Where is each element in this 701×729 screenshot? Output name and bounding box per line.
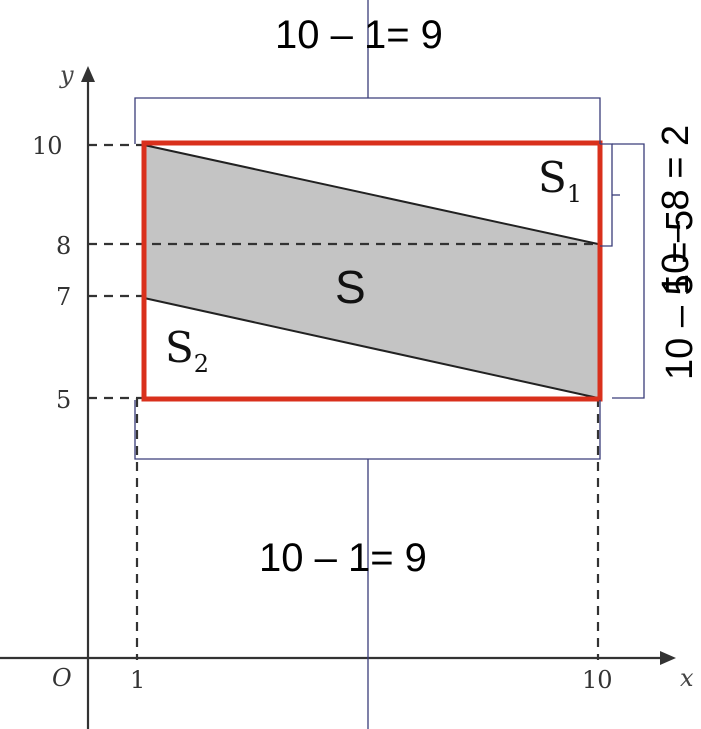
- region-s2-subscript: 2: [194, 350, 209, 378]
- brackets: [134, 0, 645, 729]
- bottom-bracket: [134, 400, 601, 460]
- lower-line: [143, 297, 599, 399]
- shaded-region-s: [144, 145, 598, 398]
- y-tick-label-10: 10: [32, 132, 63, 160]
- y-tick-label-7: 7: [56, 283, 71, 311]
- origin-label: O: [52, 664, 72, 692]
- dashed-guides: [88, 143, 600, 660]
- region-s1-letter: S: [538, 153, 567, 202]
- region-s2-letter: S: [165, 323, 194, 372]
- region-s1-subscript: 1: [567, 180, 582, 208]
- x-axis-label: x: [680, 664, 694, 692]
- right-full-bracket: [612, 143, 645, 399]
- upper-line: [143, 144, 599, 245]
- right-height-full-annotation: 10 – 5 = 5: [659, 210, 701, 380]
- right-height-small-annotation: 10 – 8 = 2: [655, 125, 697, 295]
- y-axis-arrow: [81, 66, 95, 82]
- top-width-annotation: 10 – 1= 9: [275, 13, 443, 57]
- y-tick-label-5: 5: [56, 386, 71, 414]
- bottom-width-annotation: 10 – 1= 9: [259, 536, 427, 580]
- y-axis-label: y: [59, 61, 74, 89]
- bounding-rectangle: [141, 140, 603, 402]
- y-tick-label-8: 8: [56, 232, 71, 260]
- region-s2-label: S2: [165, 323, 209, 378]
- x-tick-label-10: 10: [582, 666, 613, 694]
- x-tick-label-1: 1: [130, 666, 145, 694]
- region-s-label: S: [335, 261, 366, 313]
- region-s1-label: S1: [538, 153, 582, 208]
- x-axis-arrow: [660, 651, 676, 665]
- top-bracket: [134, 97, 601, 144]
